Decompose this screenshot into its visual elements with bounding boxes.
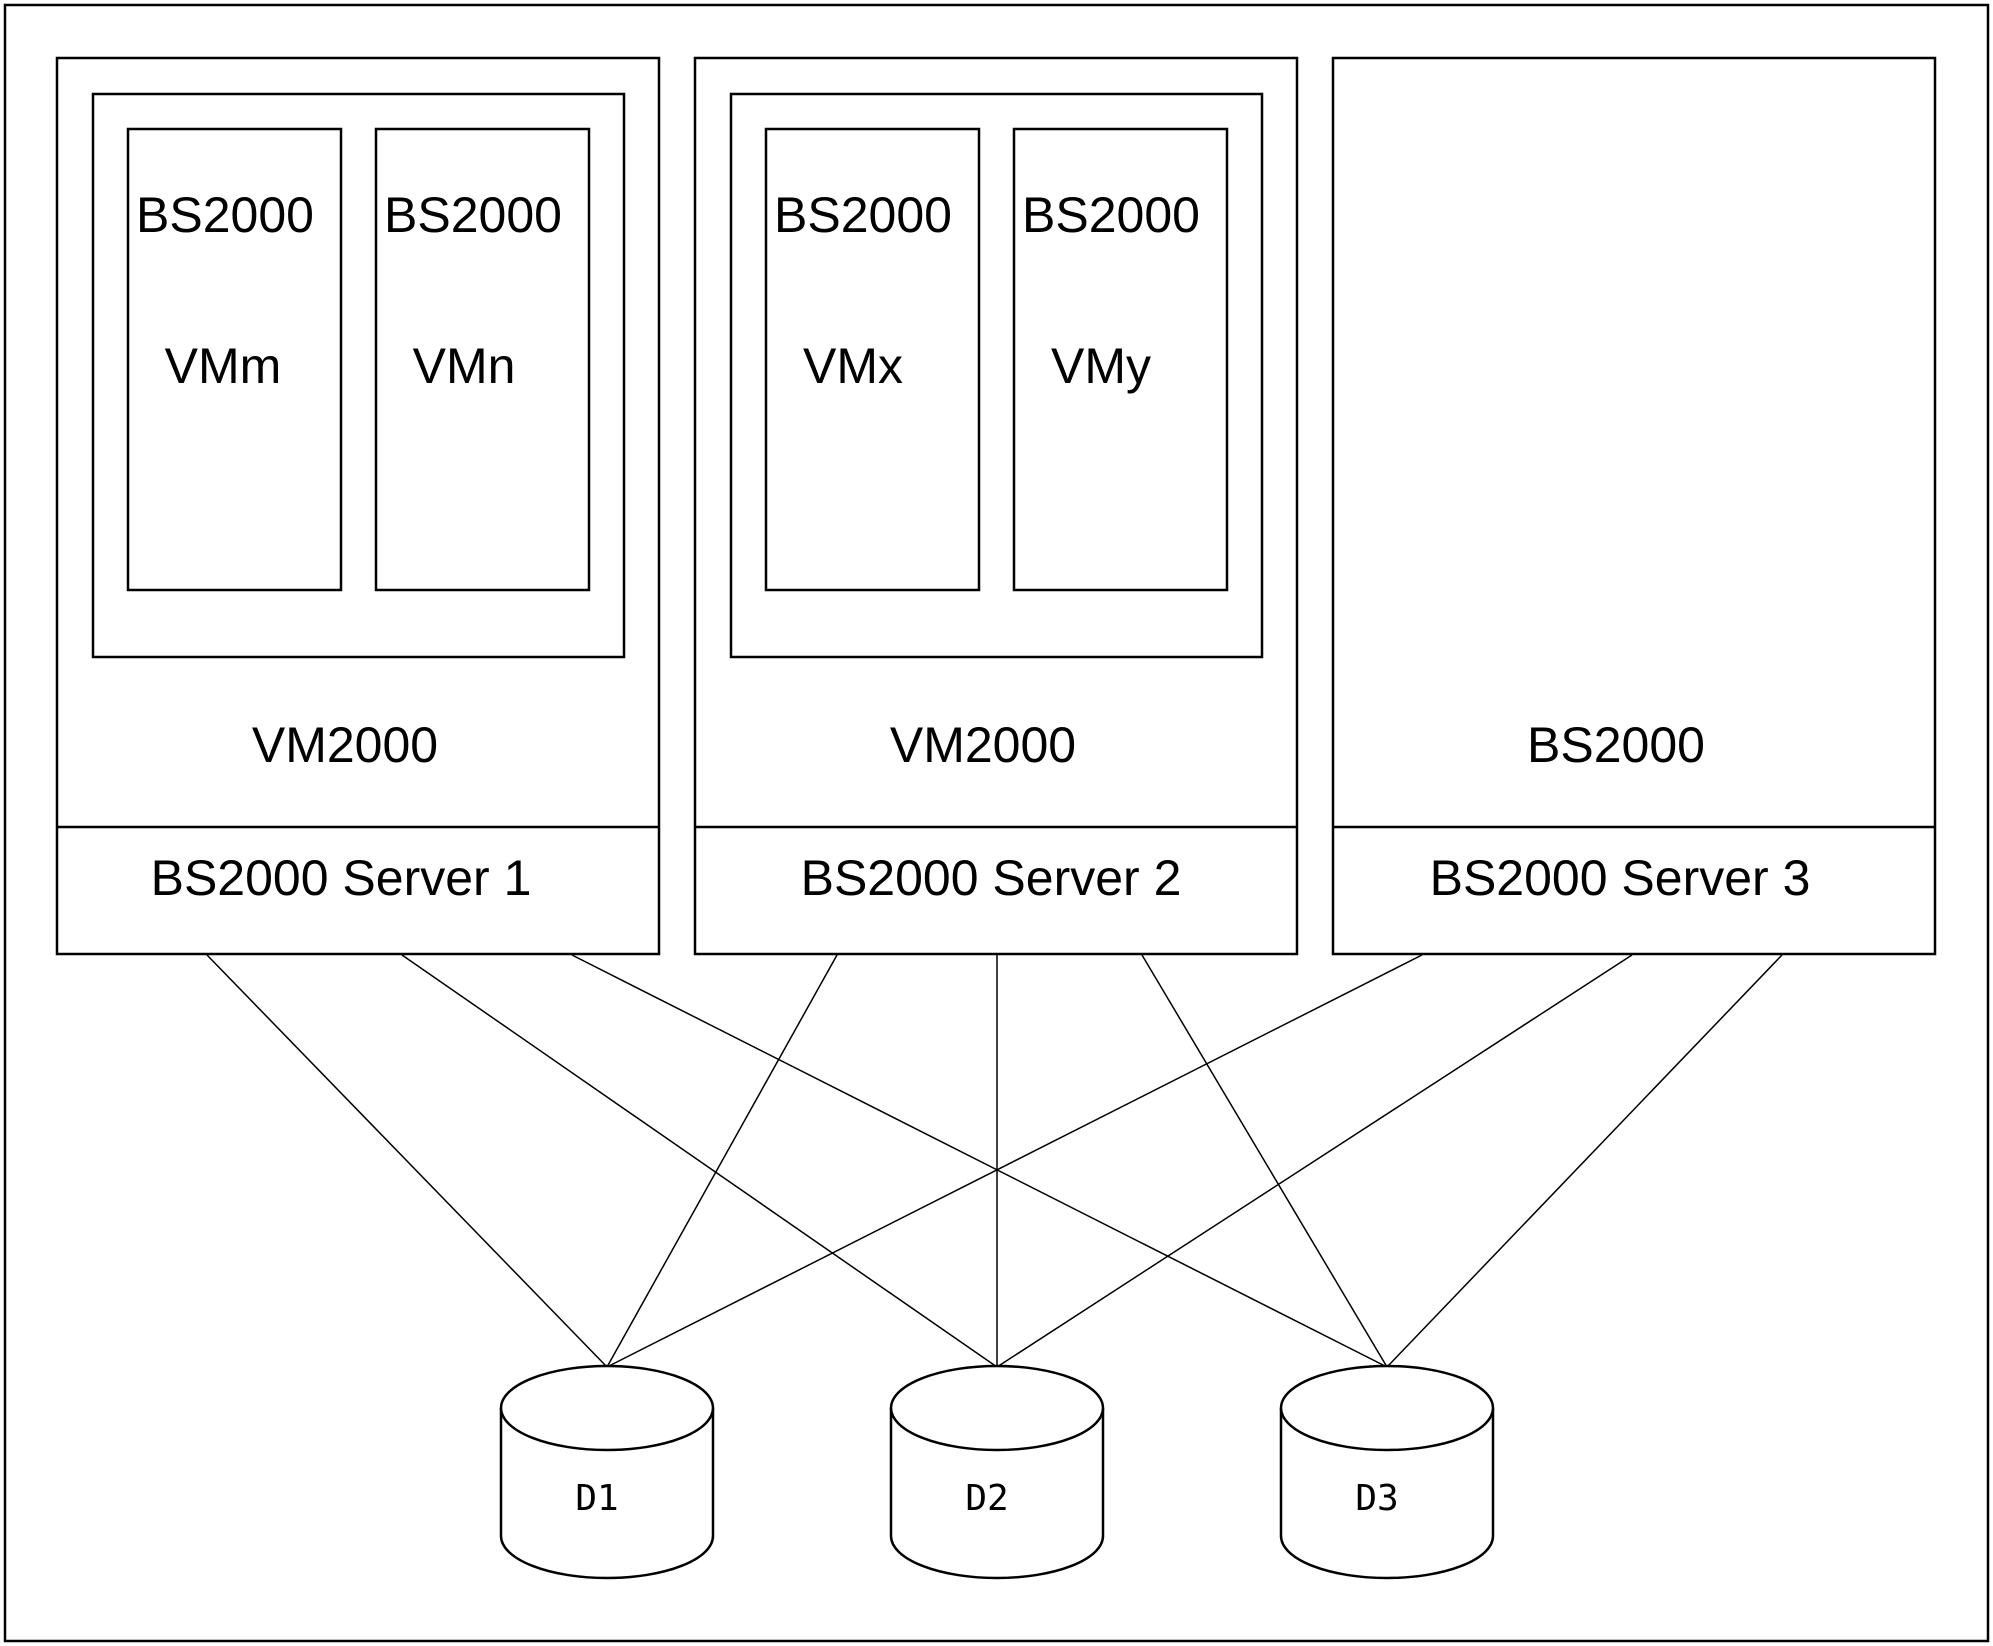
disk-d2: D2 [889,1364,1105,1580]
link-server3-d1 [606,954,1423,1368]
link-server2-d1 [606,954,838,1368]
server-2-name-label: BS2000 Server 2 [801,850,1182,906]
server-2-guest-1 [764,127,981,592]
outer-frame [3,3,1990,1643]
server-3-box [1331,56,1937,956]
server-2-box [693,56,1299,956]
server-2-vm-container [729,92,1264,659]
server-1-host-label: VM2000 [252,717,438,773]
disk-d1-top [499,1364,715,1452]
disk-label: D1 [575,1478,618,1519]
link-server3-d3 [1386,954,1783,1368]
server-1-guest-1 [126,127,343,592]
server-1-vm-container [91,92,626,659]
server-1-name-label: BS2000 Server 1 [151,850,532,906]
guest-vm-label: VMn [413,338,516,394]
link-server1-d1 [206,954,608,1368]
disk-label: D3 [1355,1478,1398,1519]
guest-os-label: BS2000 [384,187,562,243]
link-server3-d2 [996,954,1633,1368]
server-3-host-label: BS2000 [1527,717,1705,773]
server-1-guest-2 [374,127,591,592]
guest-vm-label: VMy [1051,338,1151,394]
disk-d3: D3 [1279,1364,1495,1580]
disk-d2-top [889,1364,1105,1452]
guest-vm-label: VMm [165,338,282,394]
server-2: BS2000 VMx BS2000 VMy VM2000 BS2000 Serv… [693,56,1299,956]
guest-os-label: BS2000 [1022,187,1200,243]
disk-d3-body [1279,1408,1495,1580]
disk-d3-top [1279,1364,1495,1452]
server-2-guest-2 [1012,127,1229,592]
link-server1-d3 [571,954,1388,1368]
guest-os-label: BS2000 [774,187,952,243]
guest-os-label: BS2000 [136,187,314,243]
server-3-name-label: BS2000 Server 3 [1430,850,1811,906]
disk-d1-body [499,1408,715,1580]
connections [206,954,1783,1368]
server-1-box [55,56,661,956]
disk-d1: D1 [499,1364,715,1580]
link-server2-d3 [1141,954,1388,1368]
guest-vm-label: VMx [803,338,903,394]
server-1: BS2000 VMm BS2000 VMn VM2000 BS2000 Serv… [55,56,661,956]
disk-label: D2 [965,1478,1008,1519]
server-2-host-label: VM2000 [890,717,1076,773]
server-3: BS2000 BS2000 Server 3 [1331,56,1937,956]
link-server1-d2 [401,954,998,1368]
disk-d2-body [889,1408,1105,1580]
